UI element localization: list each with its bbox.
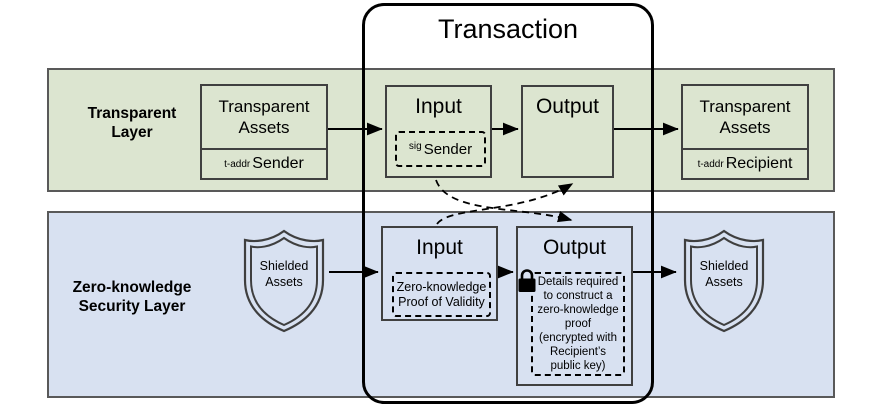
transparent-assets-recipient-box[interactable]: Transparent Assets t-addr Recipient [681, 84, 809, 180]
zk-output-title: Output [542, 236, 607, 259]
zk-layer-label-line1: Zero-knowledge [72, 279, 192, 296]
transparent-assets-recipient-addr: t-addr Recipient [683, 150, 807, 178]
shield-icon [683, 229, 765, 333]
transparent-assets-recipient-title-line1: Transparent [699, 97, 791, 116]
zk-output-box[interactable]: Output Details required to construct a z… [516, 226, 633, 386]
transparent-assets-sender-title: Transparent Assets [202, 86, 326, 150]
zk-input-box[interactable]: Input Zero-knowledge Proof of Validity [381, 226, 498, 321]
transparent-layer-label: Transparent Layer [57, 104, 207, 142]
lock-icon [516, 268, 538, 294]
shielded-assets-recipient-shield[interactable]: Shielded Assets [679, 228, 769, 334]
zk-input-proof-line2: Proof of Validity [398, 294, 485, 309]
zk-layer-label-line2: Security Layer [78, 298, 186, 315]
transparent-input-sig-label: Sender [423, 141, 473, 159]
transparent-input-title: Input [415, 95, 462, 118]
transparent-input-sig-prefix: sig [408, 141, 422, 153]
shielded-assets-sender-text: Shielded Assets [239, 258, 329, 290]
transparent-assets-recipient-addr-prefix: t-addr [697, 158, 724, 170]
zk-input-proof-chip: Zero-knowledge Proof of Validity [392, 272, 491, 317]
zk-output-details-text: Details required to construct a zero-kno… [537, 276, 619, 372]
transparent-assets-recipient-title-line2: Assets [719, 118, 771, 137]
zk-input-proof-line1: Zero-knowledge [396, 279, 487, 294]
shield-icon [243, 229, 325, 333]
transparent-assets-sender-addr: t-addr Sender [202, 150, 326, 178]
transparent-assets-sender-addr-label: Sender [252, 155, 304, 172]
transaction-title: Transaction [437, 14, 579, 44]
transparent-output-box[interactable]: Output [521, 85, 614, 178]
transparent-assets-sender-title-line1: Transparent [218, 97, 310, 116]
shielded-assets-recipient-line2: Assets [705, 275, 743, 289]
zk-output-details-chip: Details required to construct a zero-kno… [531, 272, 625, 376]
shielded-assets-sender-shield[interactable]: Shielded Assets [239, 228, 329, 334]
zk-layer-label: Zero-knowledge Security Layer [42, 278, 222, 316]
zk-input-title: Input [416, 236, 463, 259]
transparent-layer-label-line1: Transparent [87, 105, 177, 122]
shielded-assets-recipient-line1: Shielded [699, 259, 749, 273]
transparent-assets-sender-addr-prefix: t-addr [224, 158, 251, 170]
transparent-assets-sender-box[interactable]: Transparent Assets t-addr Sender [200, 84, 328, 180]
dashed-arrow-zk-input-to-transparent-output [436, 183, 574, 225]
shielded-assets-recipient-text: Shielded Assets [679, 258, 769, 290]
shielded-assets-sender-line2: Assets [265, 275, 303, 289]
transparent-layer-label-line2: Layer [111, 124, 153, 141]
dashed-arrow-transparent-input-to-zk-output [435, 179, 573, 223]
shielded-assets-sender-line1: Shielded [259, 259, 309, 273]
transparent-output-title: Output [535, 95, 600, 118]
transparent-assets-recipient-addr-label: Recipient [725, 155, 793, 172]
transparent-assets-recipient-title: Transparent Assets [683, 86, 807, 150]
transparent-assets-sender-title-line2: Assets [238, 118, 290, 137]
